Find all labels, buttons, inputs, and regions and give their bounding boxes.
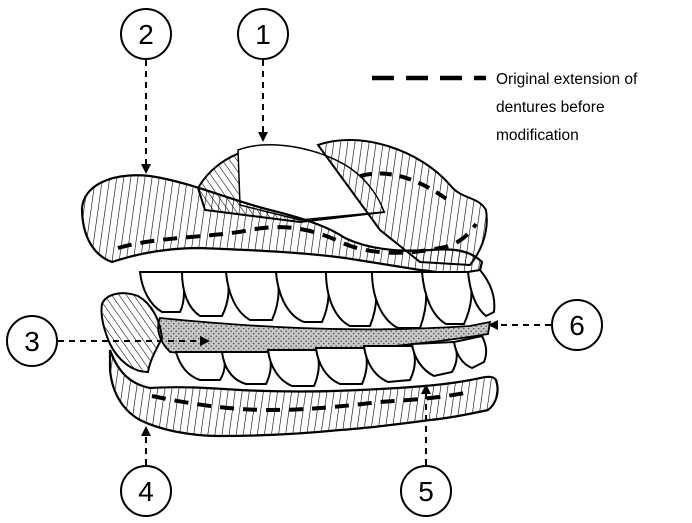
- callout-6-label: 6: [569, 310, 585, 341]
- legend-line-2: dentures before: [496, 99, 605, 116]
- callout-6: 6: [490, 300, 602, 350]
- upper-teeth: [140, 270, 494, 328]
- callout-4-label: 4: [138, 476, 154, 507]
- callout-1: 1: [238, 9, 288, 140]
- callout-1-label: 1: [255, 19, 271, 50]
- legend-line-3: modification: [496, 127, 579, 144]
- legend: Original extension of dentures before mo…: [372, 71, 638, 144]
- legend-line-1: Original extension of: [496, 71, 638, 88]
- callout-5-label: 5: [418, 476, 434, 507]
- callout-4: 4: [121, 428, 171, 516]
- callout-3-label: 3: [24, 326, 40, 357]
- callout-2-label: 2: [138, 19, 154, 50]
- callout-2: 2: [121, 9, 171, 172]
- upper-denture: [82, 140, 487, 278]
